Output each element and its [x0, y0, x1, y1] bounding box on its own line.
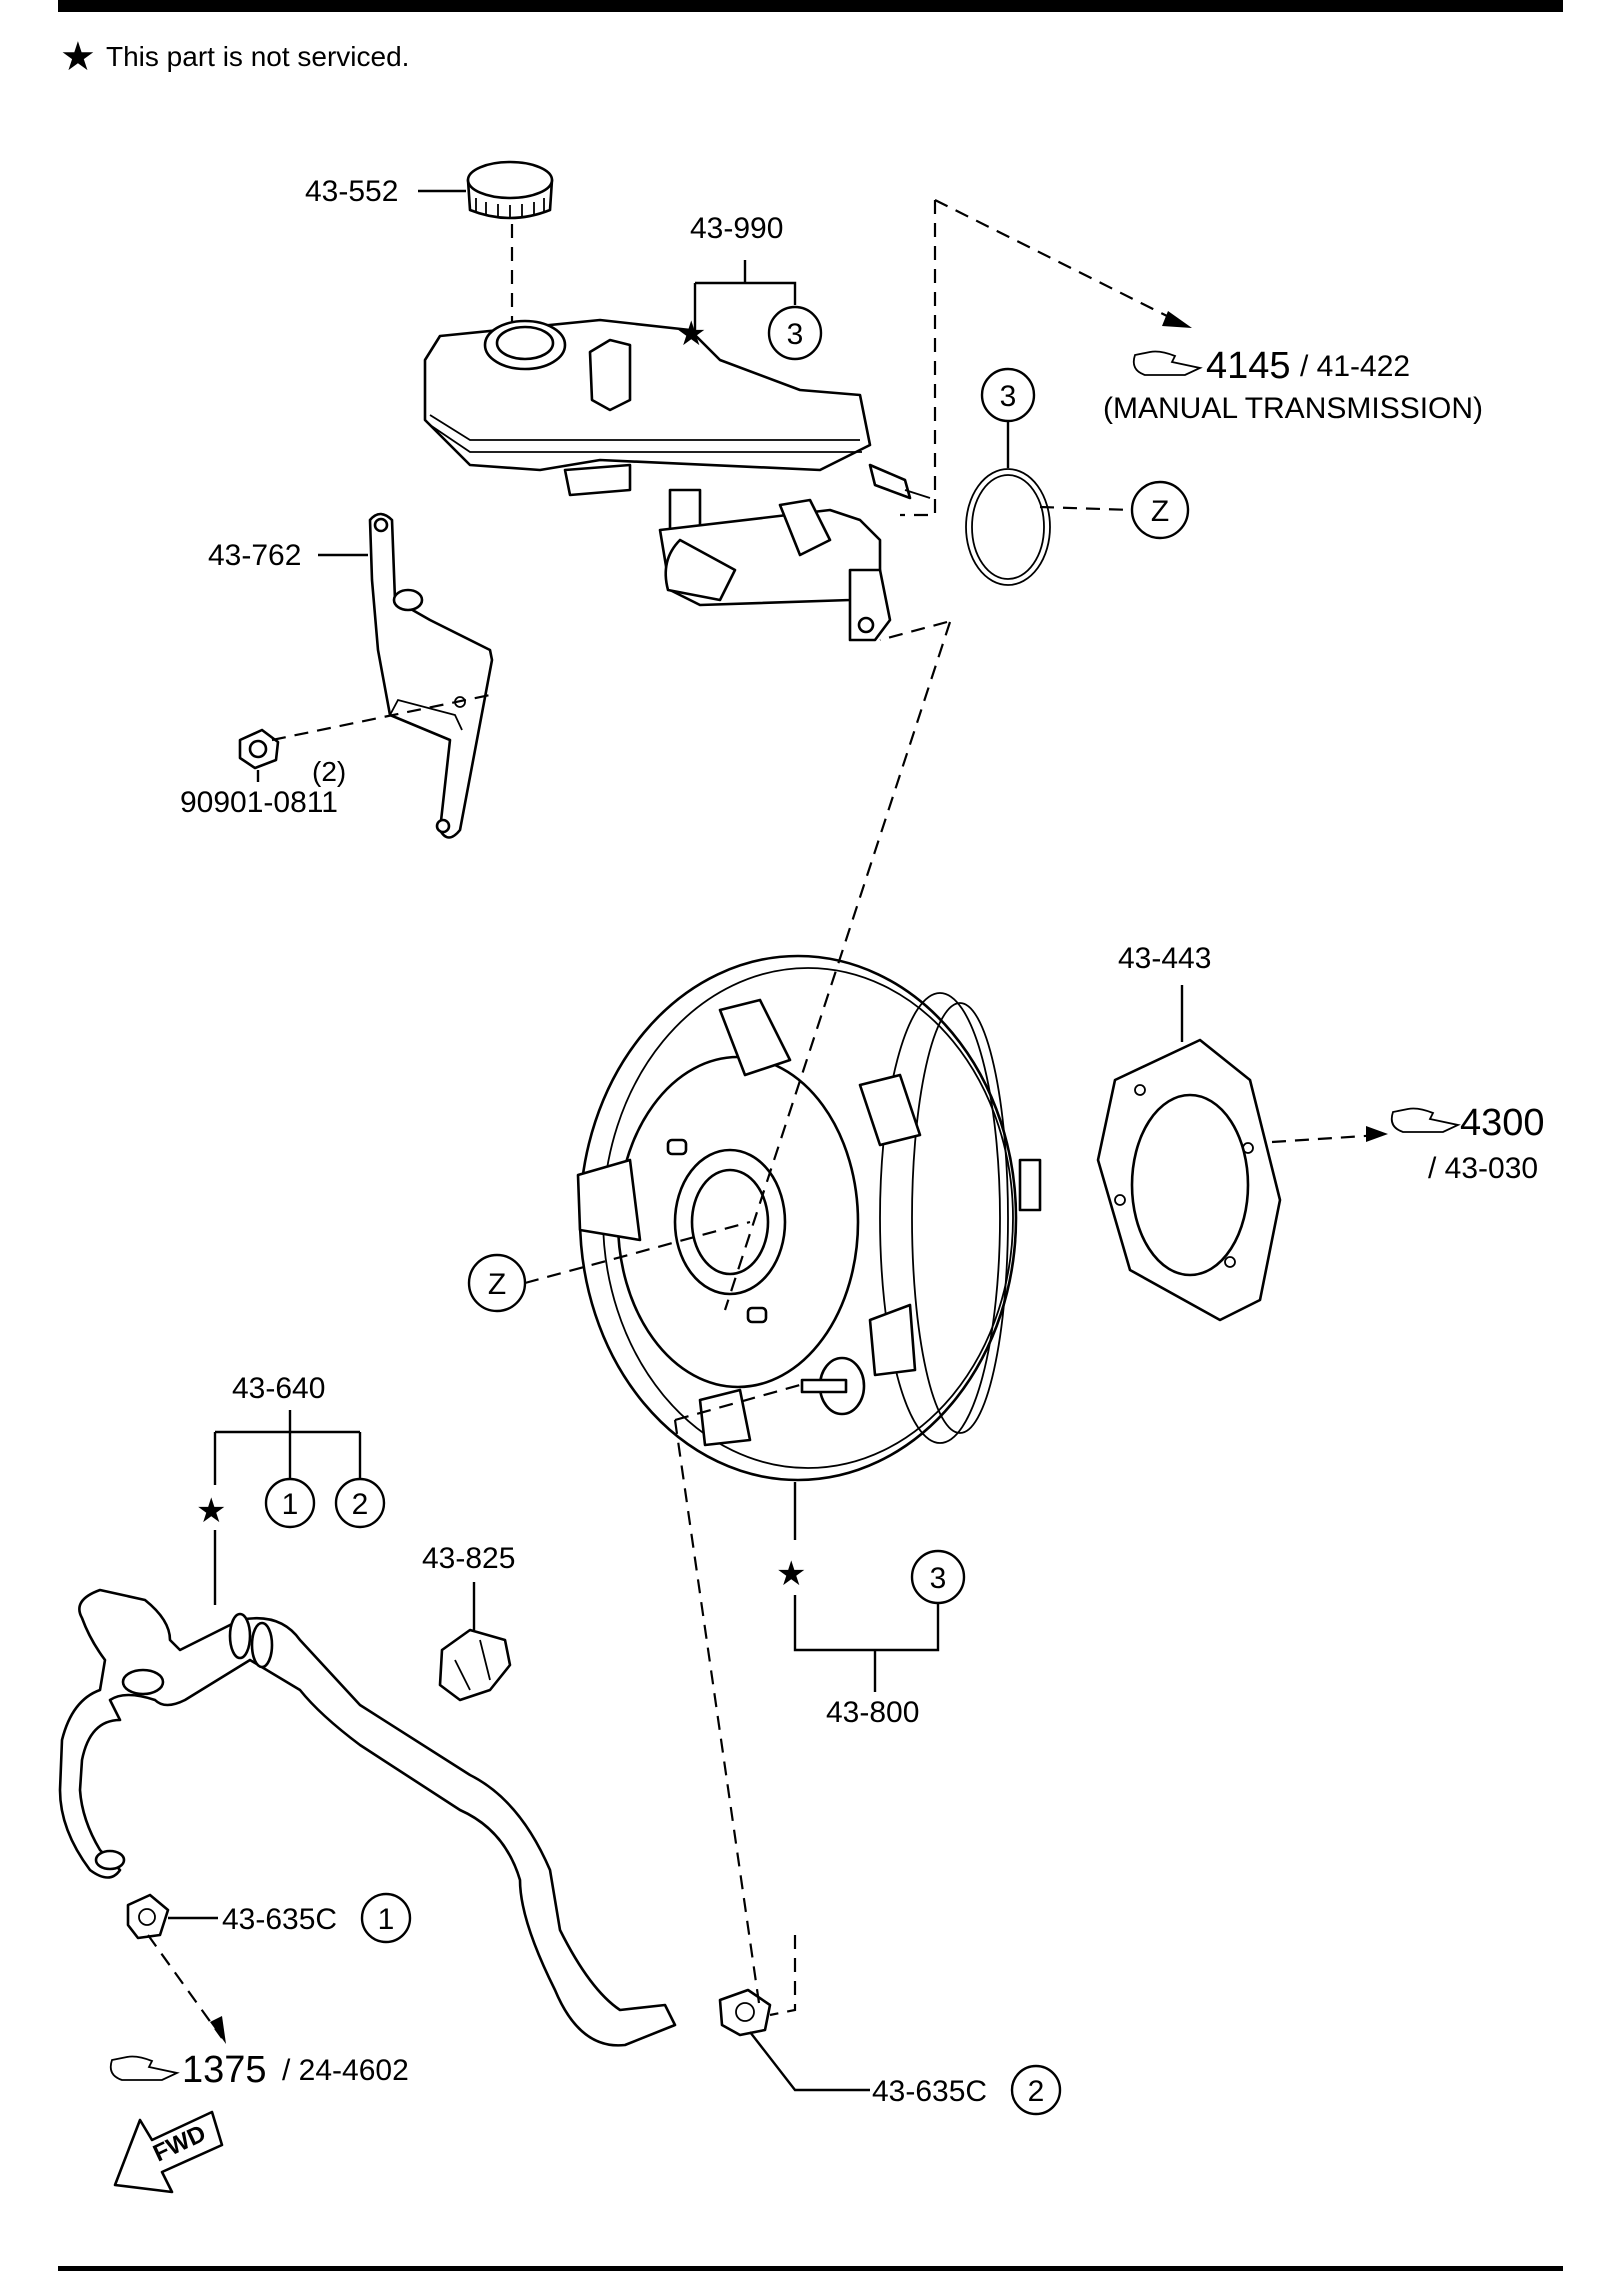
- brake-booster: [576, 954, 1042, 1482]
- ref-4300-sub: / 43-030: [1428, 1152, 1538, 1185]
- label-90901-0811: 90901-0811: [180, 786, 338, 819]
- ref-4145-note: (MANUAL TRANSMISSION): [1103, 392, 1483, 425]
- label-43-640: 43-640: [232, 1372, 325, 1405]
- bottom-rule: [58, 2266, 1563, 2271]
- clamp-2: [718, 1988, 772, 2037]
- circle-1-43-635c-label: 1: [378, 1903, 395, 1936]
- circle-z-bottom-label: Z: [488, 1268, 506, 1301]
- fwd-arrow-icon: [113, 2110, 224, 2194]
- circle-3-43-990-label: 3: [787, 318, 804, 351]
- circle-3-oring-label: 3: [1000, 380, 1017, 413]
- gasket: [1096, 1038, 1282, 1322]
- label-43-635c-1: 43-635C: [222, 1903, 337, 1936]
- ref-4145[interactable]: 4145 / 41-422 (MANUAL TRANSMISSION): [1103, 345, 1483, 425]
- star-43-640-icon: ★: [196, 1492, 226, 1530]
- label-43-552: 43-552: [305, 175, 398, 208]
- note-star-icon: ★: [60, 35, 96, 79]
- circle-3-43-800-label: 3: [930, 1562, 947, 1595]
- star-43-990-icon: ★: [676, 315, 706, 353]
- note-text: This part is not serviced.: [106, 41, 409, 72]
- label-43-990: 43-990: [690, 212, 783, 245]
- nut: [238, 728, 280, 770]
- top-rule: [58, 0, 1563, 12]
- ref-1375-sub: / 24-4602: [282, 2054, 409, 2087]
- label-43-762: 43-762: [208, 539, 301, 572]
- circle-1-43-640: [264, 1477, 316, 1529]
- clamp-1: [126, 1893, 170, 1940]
- master-cylinder: [423, 318, 931, 642]
- ref-1375-number: 1375: [182, 2049, 267, 2091]
- ref-4145-number: 4145: [1206, 345, 1291, 387]
- star-43-800-icon: ★: [776, 1555, 806, 1593]
- ref-4300-number: 4300: [1460, 1102, 1545, 1144]
- label-qty-2: (2): [312, 756, 346, 787]
- o-ring: [965, 468, 1051, 586]
- ref-4300[interactable]: 4300 / 43-030: [1390, 1102, 1545, 1185]
- circle-1-43-635c: [360, 1892, 412, 1944]
- ref-4145-sub: / 41-422: [1300, 350, 1410, 383]
- arrowhead-4145: [1162, 311, 1192, 328]
- label-43-825: 43-825: [422, 1542, 515, 1575]
- clip: [438, 1628, 512, 1702]
- circle-2-43-640: [334, 1477, 386, 1529]
- arrowhead-1375: [210, 2016, 226, 2044]
- circle-z-top-label: Z: [1151, 495, 1169, 528]
- label-43-443: 43-443: [1118, 942, 1211, 975]
- ref-1375[interactable]: 1375 / 24-4602: [109, 2049, 409, 2091]
- pointing-hand-icon: [1390, 1107, 1461, 1133]
- arrowhead-4300: [1366, 1126, 1388, 1142]
- pointing-hand-icon: [1132, 350, 1203, 376]
- reservoir-cap: [466, 160, 554, 220]
- circle-2-43-635c: [1010, 2064, 1062, 2116]
- vacuum-hose: [58, 1588, 677, 2047]
- circle-1-43-640-label: 1: [282, 1488, 299, 1521]
- circle-3-oring: [980, 367, 1036, 423]
- circle-2-43-640-label: 2: [352, 1488, 369, 1521]
- label-43-800: 43-800: [826, 1696, 919, 1729]
- circle-2-43-635c-label: 2: [1028, 2075, 1045, 2108]
- circle-3-43-800: [910, 1549, 966, 1605]
- label-43-635c-2: 43-635C: [872, 2075, 987, 2108]
- pointing-hand-icon: [109, 2055, 180, 2081]
- bracket: [368, 512, 494, 839]
- circle-3-43-990: [767, 305, 823, 361]
